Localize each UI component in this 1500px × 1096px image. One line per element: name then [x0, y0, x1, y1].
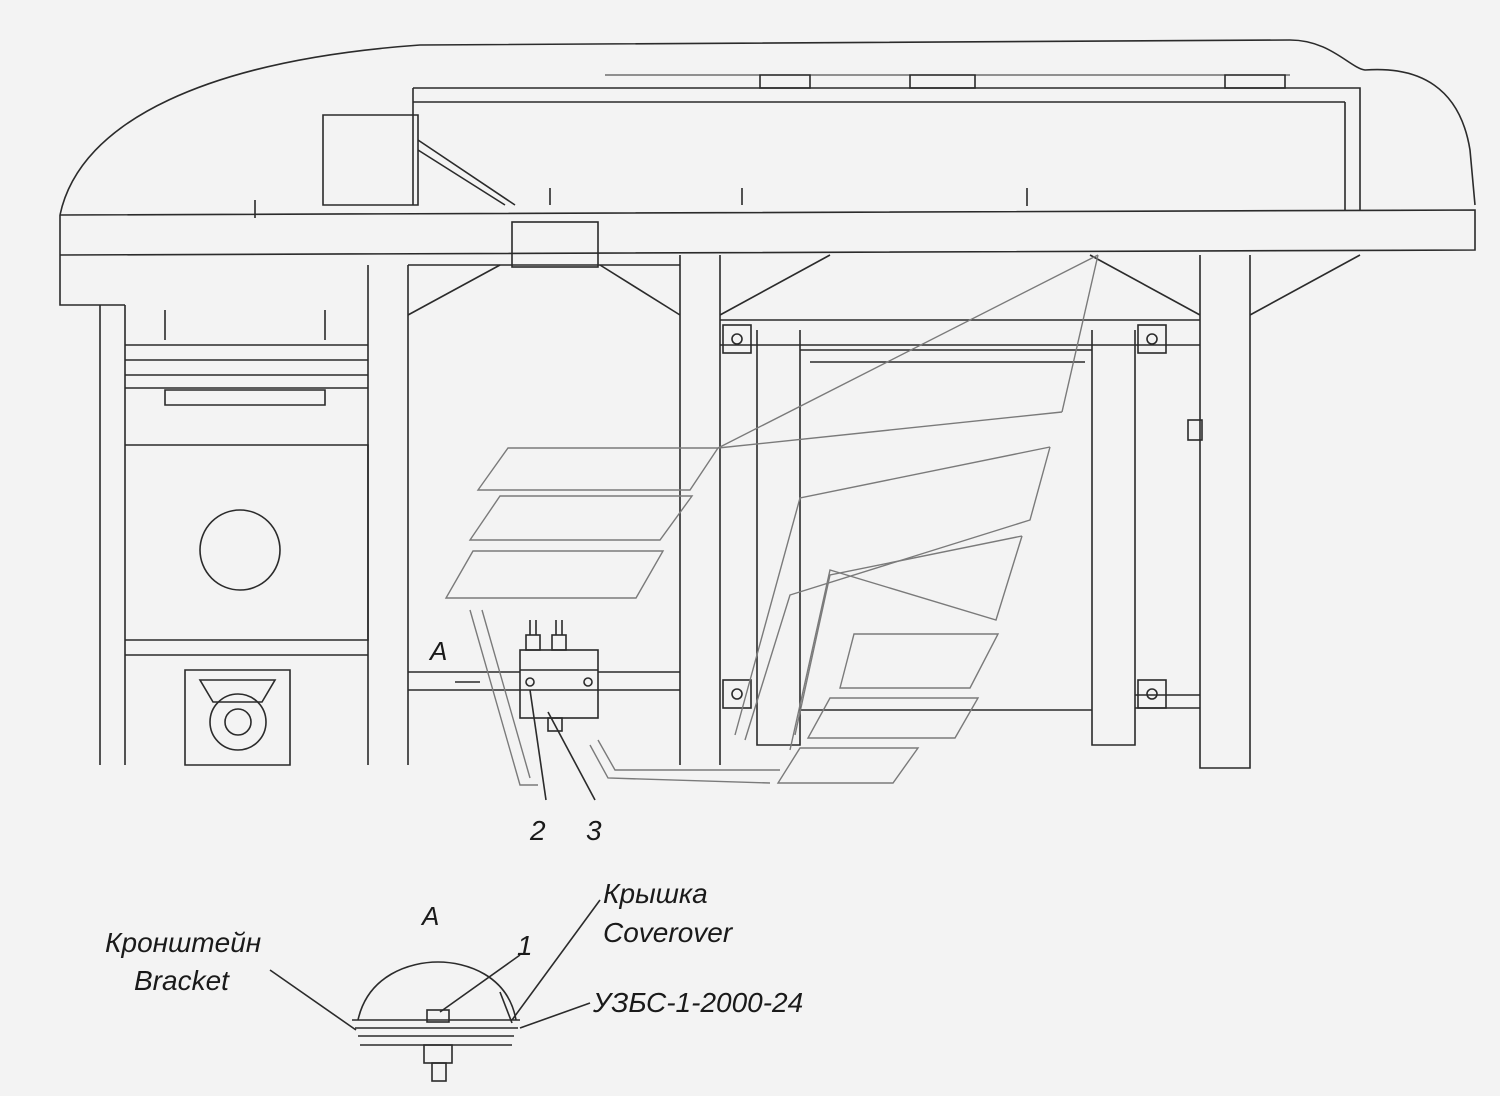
bracket-label-en: Bracket — [134, 965, 230, 996]
wire-harness — [444, 254, 1099, 786]
leader-cover — [511, 899, 601, 1021]
callout-1: 1 — [517, 930, 533, 961]
callout-3: 3 — [586, 815, 602, 846]
leader-part — [499, 991, 513, 1024]
leader-1 — [439, 954, 521, 1013]
view-marker-a: A — [428, 636, 447, 666]
leader-2 — [529, 689, 547, 801]
part-number-label: УЗБС-1-2000-24 — [592, 987, 803, 1018]
bracket-label-ru: Кронштейн — [105, 927, 261, 958]
detail-view-a — [269, 899, 601, 1082]
upper-frame — [59, 74, 1476, 268]
detail-title: A — [420, 901, 439, 931]
cover-label-ru: Крышка — [603, 878, 708, 909]
cover-label-en: Coverover — [603, 917, 734, 948]
vertical-posts — [99, 254, 1361, 769]
leader-3 — [547, 711, 596, 801]
body-outline — [59, 39, 1476, 306]
leader-uzbs — [519, 1002, 591, 1029]
callout-2: 2 — [529, 815, 546, 846]
right-enclosure — [720, 319, 1203, 746]
component-block — [519, 620, 599, 732]
leader-bracket — [269, 969, 357, 1031]
